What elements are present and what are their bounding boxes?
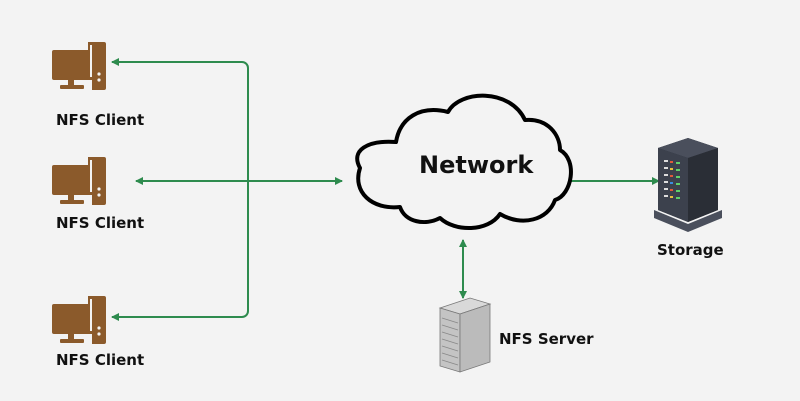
node-label-client-3: NFS Client (56, 351, 145, 369)
desktop-computer-icon (52, 157, 106, 205)
storage-rack-icon (654, 138, 722, 232)
node-label-client-1: NFS Client (56, 111, 145, 129)
desktop-computer-icon (52, 296, 106, 344)
edge-client3 (111, 178, 249, 321)
connectors (111, 58, 660, 321)
node-label-server: NFS Server (499, 330, 594, 348)
node-label-storage: Storage (657, 241, 724, 259)
edge-client1 (111, 58, 249, 178)
desktop-computer-icon (52, 42, 106, 90)
node-label-client-2: NFS Client (56, 214, 145, 232)
cloud-icon (355, 93, 573, 231)
server-tower-icon (438, 297, 492, 373)
node-label-network: Network (419, 151, 534, 179)
